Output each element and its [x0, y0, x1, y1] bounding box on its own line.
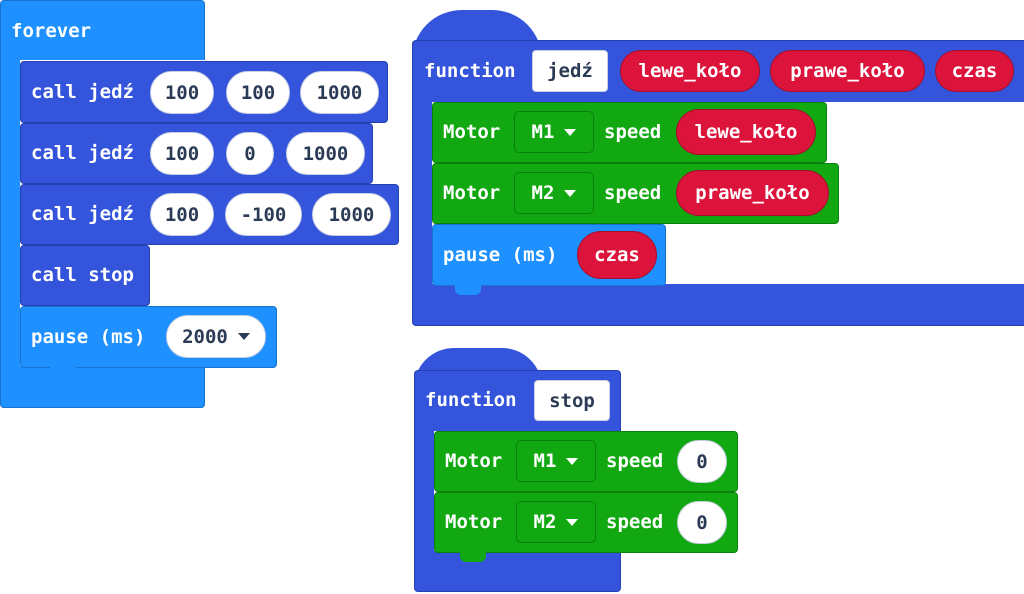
param-czas[interactable]: czas: [935, 50, 1014, 92]
arg-input[interactable]: 0: [226, 132, 274, 175]
motor-select-dropdown[interactable]: M2: [514, 172, 594, 214]
arg-input[interactable]: 1000: [312, 193, 391, 236]
arg-input[interactable]: 100: [150, 71, 214, 114]
call-func-name: stop: [88, 264, 134, 286]
speed-label: speed: [604, 182, 662, 204]
speed-value-input[interactable]: 0: [677, 501, 727, 544]
arg-input[interactable]: 100: [150, 193, 214, 236]
call-keyword: call: [31, 264, 77, 286]
pause-label: pause (ms): [31, 326, 146, 348]
call-keyword: call: [31, 81, 77, 103]
chevron-down-icon: [564, 128, 577, 136]
param-lewe-kolo[interactable]: lewe_koło: [620, 50, 760, 92]
call-func-name: jedź: [88, 203, 134, 225]
speed-label: speed: [606, 450, 664, 472]
chevron-down-icon: [564, 189, 577, 197]
chevron-down-icon: [566, 518, 579, 526]
call-stop-block[interactable]: [20, 245, 150, 306]
pause-param-reporter[interactable]: czas: [577, 231, 657, 279]
motor-select-dropdown[interactable]: M1: [514, 111, 594, 153]
motor-select-value: M2: [531, 182, 555, 204]
speed-label: speed: [606, 511, 664, 533]
call-keyword: call: [31, 142, 77, 164]
motor-label: Motor: [443, 182, 501, 204]
call-keyword: call: [31, 203, 77, 225]
motor-select-value: M1: [533, 450, 557, 472]
arg-input[interactable]: -100: [225, 193, 302, 236]
call-func-name: jedź: [88, 81, 134, 103]
motor-label: Motor: [445, 450, 503, 472]
block-notch: [50, 367, 76, 377]
arg-input[interactable]: 100: [226, 71, 290, 114]
arg-input[interactable]: 1000: [286, 132, 365, 175]
motor-select-value: M1: [531, 121, 555, 143]
function-name-field[interactable]: stop: [534, 380, 610, 421]
block-notch: [455, 285, 481, 295]
arg-input[interactable]: 100: [150, 132, 214, 175]
speed-param-reporter[interactable]: lewe_koło: [676, 109, 816, 155]
motor-select-dropdown[interactable]: M2: [516, 501, 596, 543]
function-keyword: function: [424, 60, 516, 82]
pause-duration-dropdown[interactable]: 2000: [166, 315, 266, 358]
arg-input[interactable]: 1000: [300, 71, 379, 114]
param-prawe-kolo[interactable]: prawe_koło: [770, 50, 925, 92]
forever-label: forever: [11, 20, 92, 42]
pause-duration-value: 2000: [182, 325, 228, 348]
motor-select-value: M2: [533, 511, 557, 533]
chevron-down-icon: [566, 457, 579, 465]
pause-label: pause (ms): [443, 244, 558, 266]
function-keyword: function: [425, 389, 517, 411]
speed-label: speed: [604, 121, 662, 143]
speed-param-reporter[interactable]: prawe_koło: [676, 170, 829, 216]
block-notch: [460, 552, 486, 562]
motor-label: Motor: [443, 121, 501, 143]
call-func-name: jedź: [88, 142, 134, 164]
motor-label: Motor: [445, 511, 503, 533]
chevron-down-icon: [237, 333, 250, 340]
function-name-field[interactable]: jedź: [532, 50, 608, 92]
speed-value-input[interactable]: 0: [677, 440, 727, 483]
motor-select-dropdown[interactable]: M1: [516, 440, 596, 482]
